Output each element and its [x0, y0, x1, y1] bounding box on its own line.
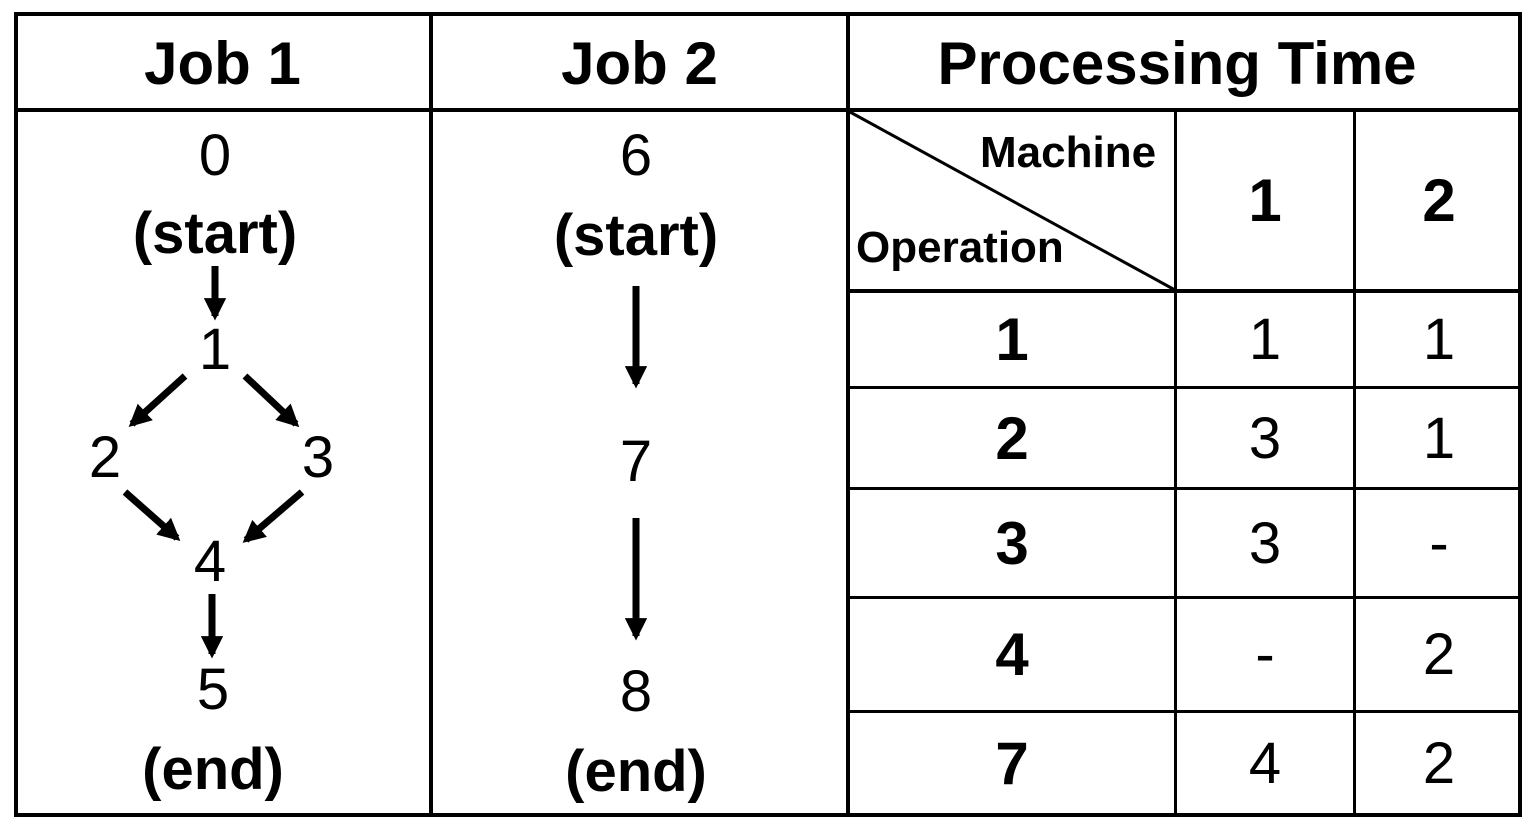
corner-operation-label: Operation — [856, 223, 1064, 272]
time-cell-m1: 3 — [1248, 405, 1282, 471]
node-1: 1 — [198, 317, 232, 382]
time-cell-m2: 2 — [1422, 622, 1456, 687]
operation-cell: 2 — [995, 404, 1029, 472]
table-column-divider-a — [1174, 110, 1177, 817]
arrow-1-to-3 — [242, 373, 300, 428]
node-7: 7 — [619, 429, 653, 494]
machine-header-1: 1 — [1248, 167, 1282, 234]
column-divider-2 — [846, 12, 850, 817]
time-cell-m2: 2 — [1422, 730, 1456, 796]
arrow-1-to-2 — [128, 373, 188, 428]
node-6: 6 — [619, 123, 653, 188]
corner-diagonal — [849, 110, 1176, 292]
table-row-divider-3 — [848, 596, 1522, 599]
node-3: 3 — [301, 425, 335, 490]
diagram-frame — [14, 12, 1522, 817]
node-4: 4 — [193, 529, 227, 594]
table-row-divider-4 — [848, 710, 1522, 713]
table-column-divider-b — [1353, 110, 1356, 817]
time-cell-m2: - — [1429, 510, 1449, 576]
node-5: 5 — [196, 657, 230, 722]
table-row-divider-2 — [848, 487, 1522, 490]
machine-header-2: 2 — [1422, 167, 1456, 234]
time-cell-m1: 3 — [1248, 510, 1282, 576]
job1-end-label: (end) — [142, 737, 284, 802]
operation-cell: 4 — [995, 621, 1029, 688]
time-cell-m1: 1 — [1248, 307, 1282, 372]
node-0: 0 — [198, 123, 232, 188]
corner-machine-label: Machine — [980, 128, 1157, 177]
table-row-divider-0 — [848, 289, 1522, 293]
header-processing-time: Processing Time — [937, 29, 1417, 97]
job1-start-label: (start) — [132, 201, 298, 266]
node-2: 2 — [88, 425, 122, 490]
time-cell-m2: 1 — [1422, 405, 1456, 471]
header-job1: Job 1 — [144, 29, 301, 97]
operation-cell: 1 — [995, 306, 1029, 373]
operation-cell: 7 — [995, 729, 1029, 797]
time-cell-m2: 1 — [1422, 307, 1456, 372]
node-8: 8 — [619, 659, 653, 724]
header-job2: Job 2 — [561, 29, 718, 97]
time-cell-m1: 4 — [1248, 730, 1282, 796]
job2-end-label: (end) — [565, 739, 707, 804]
arrow-2-to-4 — [122, 489, 181, 541]
column-divider-1 — [429, 12, 433, 817]
time-cell-m1: - — [1255, 622, 1275, 687]
header-divider — [14, 108, 1522, 112]
job2-start-label: (start) — [553, 203, 719, 268]
table-row-divider-1 — [848, 386, 1522, 389]
arrow-3-to-4 — [242, 489, 305, 543]
operation-cell: 3 — [995, 509, 1029, 577]
